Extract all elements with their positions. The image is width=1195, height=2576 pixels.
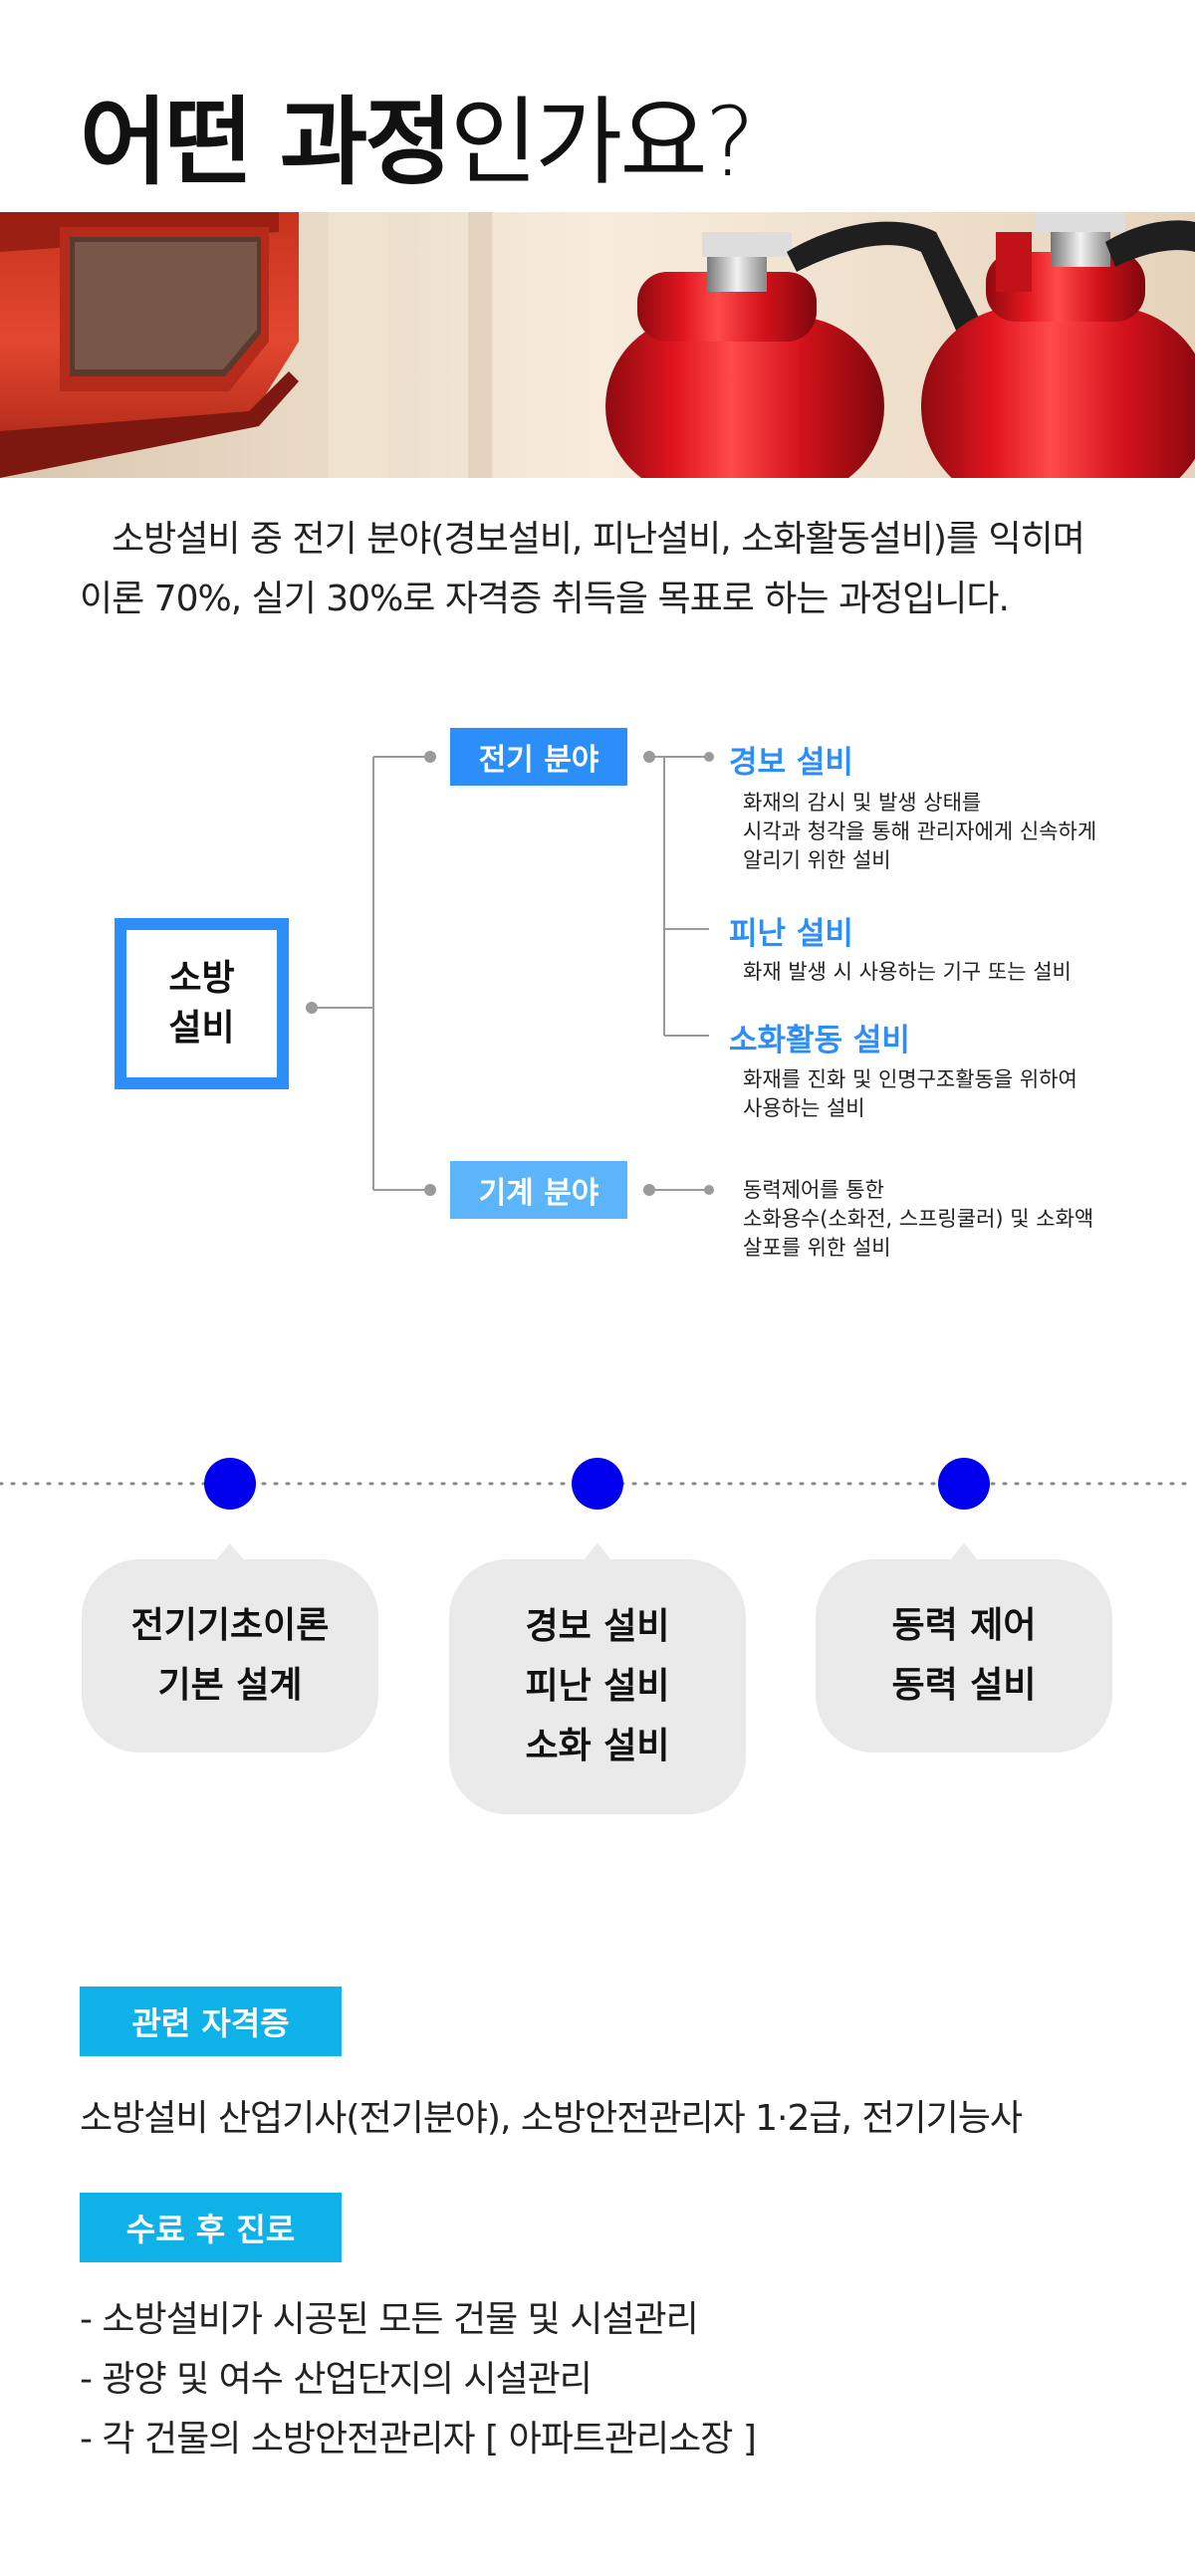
evacuation-facility-desc: 화재 발생 시 사용하는 기구 또는 설비 bbox=[743, 960, 1072, 984]
course-steps: 전기기초이론 기본 설계 경보 설비 피난 설비 소화 설비 동력 제어 동력 … bbox=[0, 1434, 1195, 1832]
root-label-line-2: 설비 bbox=[168, 1008, 235, 1049]
certificate-badge: 관련 자격증 bbox=[80, 1987, 342, 2056]
page-title: 어떤 과정인가요? bbox=[80, 87, 756, 198]
connector-dot bbox=[643, 751, 655, 763]
fire-extinguisher-photo bbox=[0, 212, 1195, 478]
connector-dot bbox=[704, 1185, 714, 1195]
alarm-facility-title: 경보 설비 bbox=[729, 745, 853, 781]
firefighting-facility-desc: 화재를 진화 및 인명구조활동을 위하여 사용하는 설비 bbox=[743, 1067, 1077, 1120]
root-node-fire-facility: 소방 설비 bbox=[115, 918, 289, 1089]
connector-dot bbox=[424, 1184, 436, 1196]
connector-dot bbox=[704, 752, 714, 762]
bubble-pointer-1 bbox=[215, 1543, 245, 1561]
root-label-line-1: 소방 bbox=[168, 958, 235, 999]
connector-dot bbox=[306, 1002, 318, 1014]
career-item: - 소방설비가 시공된 모든 건물 및 시설관리 bbox=[80, 2299, 699, 2340]
intro-line-2: 이론 70%, 실기 30%로 자격증 취득을 목표로 하는 과정입니다. bbox=[80, 579, 1010, 619]
connector-dot bbox=[424, 751, 436, 763]
step-bubble-1: 전기기초이론 기본 설계 bbox=[82, 1559, 378, 1753]
fire-extinguisher-illustration bbox=[0, 212, 1195, 478]
bubble-pointer-2 bbox=[583, 1543, 612, 1561]
facility-tree-diagram: 소방 설비 전기 분야 기계 분야 경보 설비 화재의 감시 및 발생 상태를 … bbox=[0, 697, 1195, 1294]
step-bubble-3: 동력 제어 동력 설비 bbox=[816, 1559, 1112, 1753]
firefighting-facility-title: 소화활동 설비 bbox=[729, 1023, 910, 1058]
title-bold: 어떤 과정 bbox=[80, 87, 453, 198]
bubble-pointer-3 bbox=[949, 1543, 979, 1561]
category-electric: 전기 분야 bbox=[450, 728, 627, 786]
alarm-facility-desc: 화재의 감시 및 발생 상태를 시각과 청각을 통해 관리자에게 신속하게 알리… bbox=[743, 791, 1097, 872]
step-dot-3 bbox=[938, 1458, 990, 1510]
mechanical-desc: 동력제어를 통한 소화용수(소화전, 스프링쿨러) 및 소화액 살포를 위한 설… bbox=[743, 1178, 1094, 1260]
tree-connector-lines bbox=[306, 751, 714, 1196]
category-mechanical: 기계 분야 bbox=[450, 1161, 627, 1219]
career-list: - 소방설비가 시공된 모든 건물 및 시설관리 - 광양 및 여수 산업단지의… bbox=[80, 2290, 757, 2469]
step-dot-2 bbox=[572, 1458, 623, 1510]
career-item: - 각 건물의 소방안전관리자 [ 아파트관리소장 ] bbox=[80, 2419, 757, 2459]
career-badge: 수료 후 진로 bbox=[80, 2193, 342, 2262]
certificate-text: 소방설비 산업기사(전기분야), 소방안전관리자 1·2급, 전기기능사 bbox=[80, 2098, 1023, 2139]
intro-paragraph: 소방설비 중 전기 분야(경보설비, 피난설비, 소화활동설비)를 익히며 이론… bbox=[80, 510, 1155, 629]
step-bubble-2: 경보 설비 피난 설비 소화 설비 bbox=[449, 1559, 746, 1814]
steps-timeline bbox=[0, 1458, 1195, 1561]
evacuation-facility-title: 피난 설비 bbox=[729, 916, 853, 952]
intro-line-1: 소방설비 중 전기 분야(경보설비, 피난설비, 소화활동설비)를 익히며 bbox=[112, 519, 1085, 560]
step-dot-1 bbox=[204, 1458, 256, 1510]
title-light: 인가요? bbox=[449, 87, 756, 198]
career-item: - 광양 및 여수 산업단지의 시설관리 bbox=[80, 2359, 593, 2400]
connector-dot bbox=[643, 1184, 655, 1196]
